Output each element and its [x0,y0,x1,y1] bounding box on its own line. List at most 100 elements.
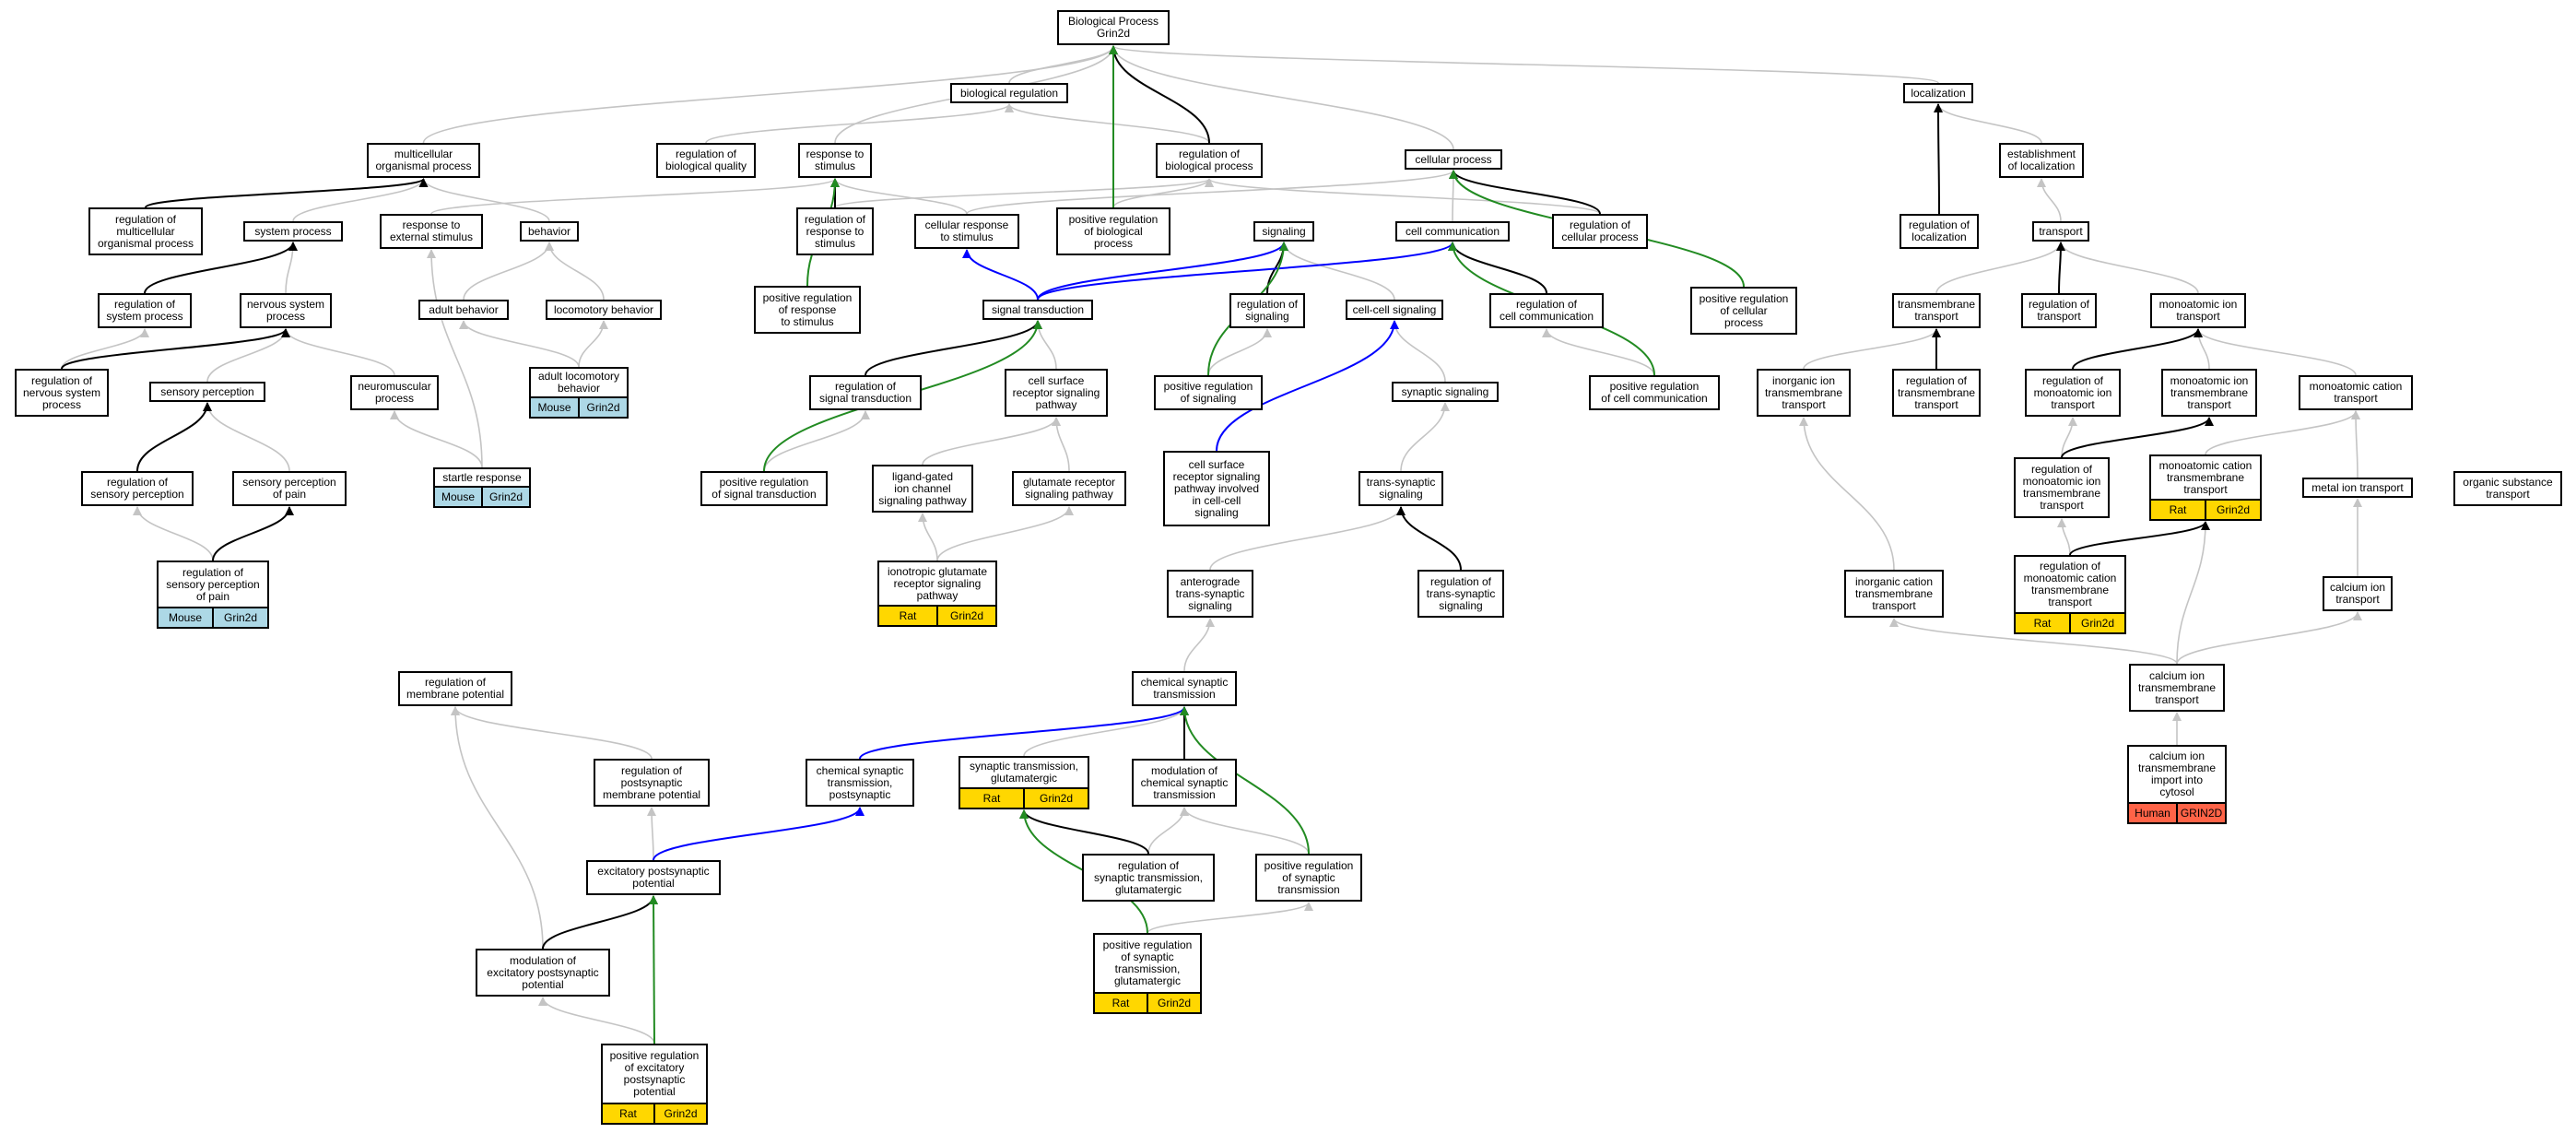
edge-regpostmem-to-regmempot [451,706,653,760]
edge-posregsynglut-to-posregsyn [1147,902,1313,934]
node-label: sensory perception [160,384,254,398]
edge-sigtrans-to-signaling [1037,242,1288,301]
edge-regtranssyn-to-transsyn [1396,506,1462,571]
edge-locobeh-to-behavior [545,242,605,301]
node-label: synaptic signaling [1401,384,1489,398]
edge-regmulti-to-multi [145,178,429,208]
edge-regsigtrans-to-sigtrans [865,320,1042,376]
edge-posregsyn-to-chemsyn [1180,706,1310,855]
edge-posregsyn-to-modchemsyn [1180,807,1310,855]
edge-transport-to-estloc [2037,178,2062,222]
edge-inorgcat-to-inorgtm [1799,417,1895,571]
edge-startle-to-respext [427,249,483,468]
node-label: signal transduction [991,302,1085,316]
edge-regsynglut-to-synglut [1019,809,1149,855]
annotation-row: Rat Grin2d [603,1103,706,1123]
gene-cell: Grin2d [1147,994,1200,1012]
gene-cell: Grin2d [1023,789,1088,808]
edge-ionotropic-to-glurec [936,506,1074,561]
edge-calciontm-to-inorgcat [1889,618,2178,665]
edge-tmtrans-to-transport [1935,242,2065,294]
node-label: localization [1911,86,1966,100]
edge-excpost-to-chemsynpost [653,807,865,861]
edge-posregsigtrans-to-regsigtrans [763,410,870,472]
edge-calciontm-to-calcion [2176,611,2362,665]
edge-regtrans-to-transport [2055,242,2065,294]
edge-cellresp-to-cellproc [966,170,1458,215]
node-sensory-perception: sensory perception [149,382,265,402]
species-cell: Rat [619,1107,637,1120]
gene-cell: Grin2d [653,1104,706,1123]
edge-sensper-to-nervsys [206,328,290,383]
edge-modexc-to-excpost [542,895,658,950]
node-signaling: signaling [1253,221,1314,242]
node-label: synaptic transmission,glutamatergic [969,760,1079,785]
edge-synglut-to-chemsyn [1023,706,1189,757]
edge-respext-to-resp [430,178,840,215]
node-label: cellular process [1415,152,1492,166]
edge-regcellproc-to-regbp [1205,178,1601,215]
gene-cell: Grin2d [481,488,529,506]
edge-cellsurfsyn-to-cellcellsig [1216,320,1399,452]
node-synaptic-signaling: synaptic signaling [1392,382,1499,402]
edge-multi-to-bp [422,45,1118,144]
edge-metalion-to-monocat [2351,410,2361,478]
species-cell: Rat [2169,503,2187,516]
edge-adultbeh-to-behavior [463,242,554,301]
node-adult-behavior: adult behavior [418,300,509,320]
node-label: signaling [1262,224,1306,238]
edge-regbp-to-bioreg [1005,103,1210,144]
node-signal-transduction: signal transduction [982,300,1093,320]
edge-inorgtm-to-tmtrans [1803,328,1941,370]
